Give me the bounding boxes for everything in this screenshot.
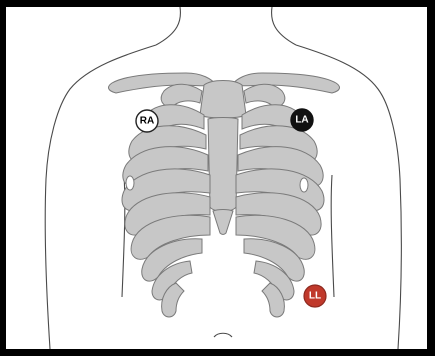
electrode-ra-label: RA: [140, 116, 154, 127]
neck-right-line: [272, 7, 296, 45]
electrode-la-label: LA: [295, 115, 308, 126]
sternum-body: [208, 118, 238, 212]
electrode-la: LA: [291, 109, 313, 131]
rib-right-1: [244, 84, 285, 107]
diagram-panel: RA LA LL: [6, 7, 427, 349]
ribs-left: [122, 84, 210, 317]
electrode-ll: LL: [304, 285, 326, 307]
electrode-ra: RA: [136, 110, 158, 132]
neck-left-line: [156, 7, 180, 45]
electrode-ll-label: LL: [309, 291, 321, 302]
xiphoid: [213, 210, 233, 235]
navel: [214, 333, 232, 337]
nipple-left: [126, 176, 134, 190]
nipple-right: [300, 178, 308, 192]
rib-left-1: [161, 84, 202, 107]
manubrium: [200, 81, 246, 119]
chest-diagram: RA LA LL: [6, 7, 427, 349]
right-arm-crease: [331, 175, 334, 297]
